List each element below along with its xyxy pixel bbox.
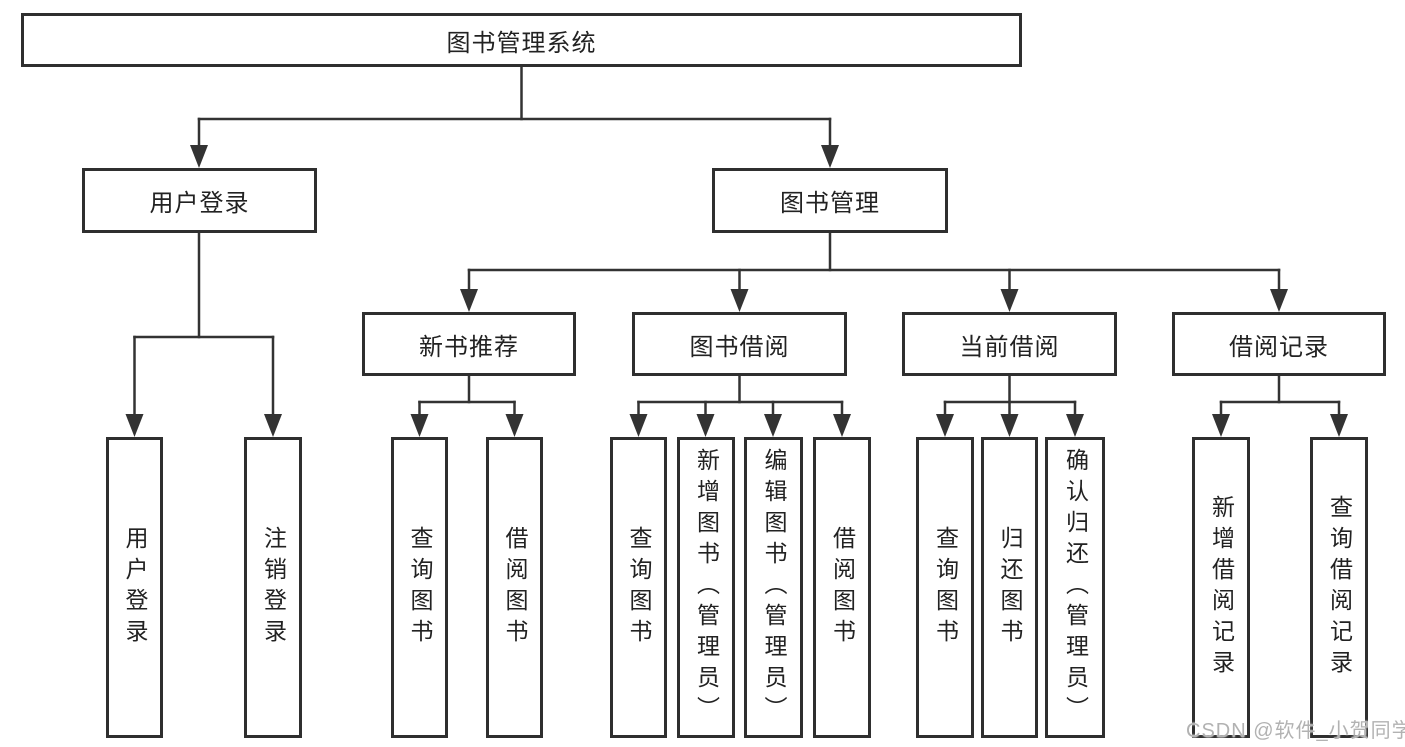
node-current-borrow: 当前借阅	[902, 312, 1117, 376]
csdn-watermark: CSDN @软件_小贺同学	[1186, 720, 1405, 742]
connector-group	[133, 65, 1341, 417]
leaf-confirm-return-admin: 确认归还（管理员）	[1045, 437, 1105, 738]
node-label: 图书管理	[780, 190, 880, 217]
node-label: 用户登录	[149, 190, 250, 217]
leaf-logout: 注销登录	[244, 437, 302, 738]
node-book-management: 图书管理	[712, 168, 948, 233]
leaf-add-borrow-record: 新增借阅记录	[1192, 437, 1250, 738]
leaf-label: 归还图书	[997, 525, 1023, 650]
leaf-query-book-1: 查询图书	[391, 437, 448, 738]
leaf-label: 用户登录	[122, 525, 148, 650]
leaf-label: 新增借阅记录	[1208, 494, 1235, 681]
node-borrow-record: 借阅记录	[1172, 312, 1386, 376]
leaf-label: 注销登录	[260, 525, 287, 650]
node-label: 图书管理系统	[446, 29, 597, 57]
node-label: 借阅记录	[1229, 333, 1329, 361]
leaf-label: 借阅图书	[829, 525, 856, 650]
leaf-return-book: 归还图书	[981, 437, 1038, 738]
leaf-borrow-book-1: 借阅图书	[486, 437, 543, 738]
leaf-query-book-3: 查询图书	[916, 437, 974, 738]
leaf-label: 新增图书（管理员）	[693, 448, 720, 727]
leaf-label: 查询图书	[932, 525, 959, 650]
leaf-label: 编辑图书（管理员）	[761, 448, 787, 727]
leaf-query-book-2: 查询图书	[610, 437, 667, 738]
node-new-book-recommend: 新书推荐	[362, 312, 576, 376]
leaf-query-borrow-record: 查询借阅记录	[1310, 437, 1368, 738]
node-user-login: 用户登录	[82, 168, 317, 233]
leaf-label: 查询借阅记录	[1326, 494, 1353, 681]
arrowheads	[125, 145, 1348, 437]
node-label: 图书借阅	[689, 333, 790, 361]
node-library-management-system: 图书管理系统	[21, 13, 1022, 67]
leaf-label: 确认归还（管理员）	[1062, 448, 1089, 727]
node-book-borrow: 图书借阅	[632, 312, 847, 376]
leaf-add-book-admin: 新增图书（管理员）	[677, 437, 735, 738]
leaf-edit-book-admin: 编辑图书（管理员）	[744, 437, 803, 738]
leaf-label: 查询图书	[626, 525, 652, 650]
node-label: 当前借阅	[959, 333, 1060, 361]
leaf-borrow-book-2: 借阅图书	[813, 437, 871, 738]
node-label: 新书推荐	[419, 333, 519, 361]
leaf-user-login: 用户登录	[106, 437, 163, 738]
leaf-label: 借阅图书	[502, 525, 528, 650]
leaf-label: 查询图书	[407, 525, 433, 650]
